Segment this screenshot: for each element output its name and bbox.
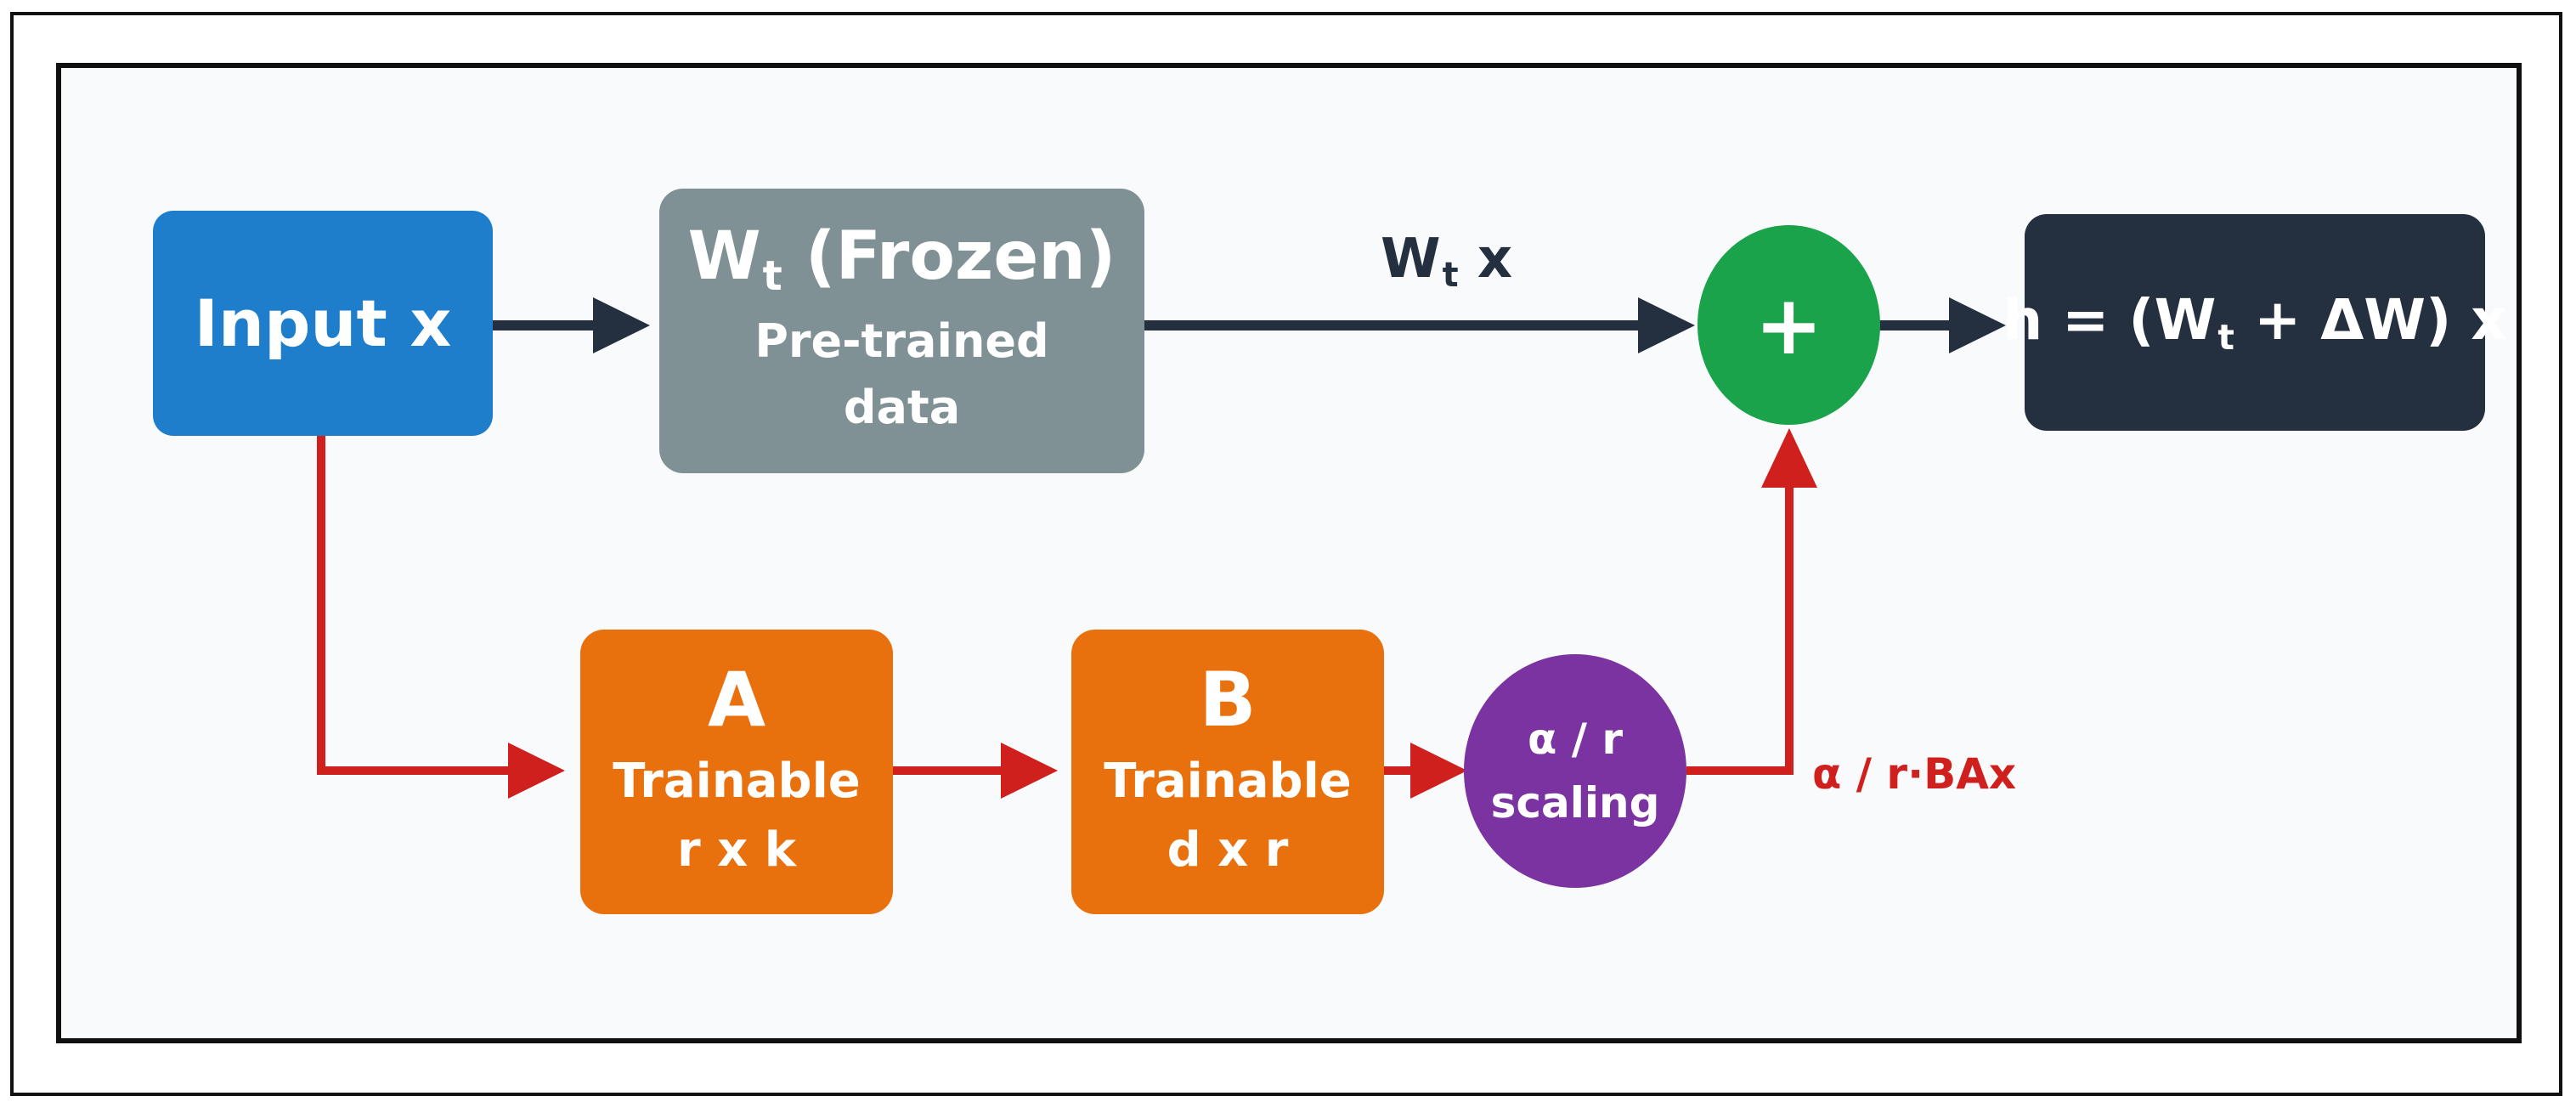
frozen-output-label-main: W [1381, 228, 1441, 291]
arrowhead-input-to-a [508, 743, 565, 799]
scaling-line1: α / r [1527, 714, 1624, 764]
arrowhead-input-to-frozen [593, 297, 650, 353]
output-formula-post: + ΔW) x [2234, 287, 2507, 353]
arrowhead-frozen-to-sum [1638, 297, 1695, 353]
scaling-line2: scaling [1490, 777, 1660, 828]
frozen-output-label: Wt x [1381, 228, 1512, 295]
arrowhead-scaling-to-sum [1761, 428, 1817, 488]
arrowhead-sum-to-output [1949, 297, 2006, 353]
matrix-b-line1: Trainable [1104, 753, 1352, 809]
frozen-title-sub: t [762, 252, 782, 301]
matrix-a-line2: r x k [677, 822, 796, 878]
frozen-title-rest: (Frozen) [805, 218, 1116, 295]
matrix-a-title: A [707, 655, 766, 743]
input-node: Input x [153, 211, 493, 436]
matrix-b-title: B [1199, 655, 1257, 743]
lora-output-label: α / r·BAx [1812, 749, 2016, 799]
input-label: Input x [194, 285, 452, 361]
edge-scaling-to-sum [1686, 486, 1794, 775]
scaling-node: α / r scaling [1464, 654, 1686, 888]
edge-input-to-a [317, 435, 510, 775]
output-formula-sub: t [2217, 316, 2234, 358]
frozen-output-label-sub: t [1442, 256, 1459, 296]
frozen-output-label-rest: x [1458, 228, 1513, 291]
lora-output-label-text: α / r·BAx [1812, 749, 2017, 799]
plus-icon: + [1754, 277, 1823, 373]
arrowhead-a-to-b [1001, 743, 1058, 799]
frozen-line1: Pre-trained [754, 314, 1049, 368]
frozen-title-main: W [687, 218, 761, 295]
frozen-line2: data [843, 380, 961, 434]
matrix-a-line1: Trainable [613, 753, 861, 809]
output-formula: h = (Wt + ΔW) x [2003, 287, 2507, 357]
arrowhead-b-to-scaling [1410, 743, 1467, 799]
output-formula-pre: h = (W [2003, 287, 2217, 353]
output-node: h = (Wt + ΔW) x [2003, 214, 2507, 431]
frozen-title: Wt (Frozen) [687, 218, 1116, 301]
frozen-weights-node: Wt (Frozen) Pre-trained data [659, 189, 1144, 473]
matrix-b-node: B Trainable d x r [1071, 630, 1384, 914]
matrix-b-line2: d x r [1167, 822, 1289, 878]
sum-node: + [1698, 225, 1880, 425]
matrix-a-node: A Trainable r x k [580, 630, 893, 914]
